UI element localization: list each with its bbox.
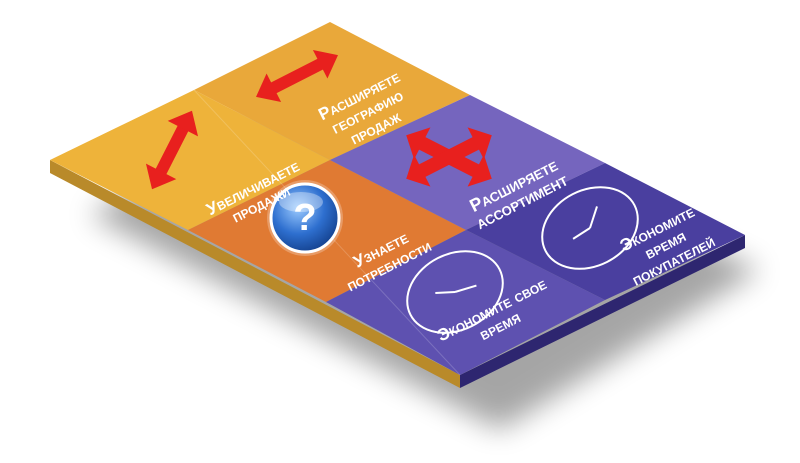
horizontal-double-arrow-icon <box>256 49 338 103</box>
tile-own-time <box>326 230 605 375</box>
question-mark-icon: ? <box>267 180 343 256</box>
tile-own-time-face <box>326 230 605 375</box>
tile-sales <box>50 90 330 230</box>
tile-buyers-time-face <box>466 163 745 300</box>
vertical-double-arrow-icon <box>145 110 199 190</box>
tile-geography <box>194 22 470 160</box>
board-edge-right <box>460 235 745 388</box>
tile-buyers-time <box>466 163 745 300</box>
board-edge-left <box>50 160 460 388</box>
cross-arrows-icon <box>406 127 492 187</box>
tile-sales-face <box>50 90 330 230</box>
clock-icon <box>541 186 639 270</box>
tile-geography-face <box>194 22 470 160</box>
svg-text:?: ? <box>293 197 316 239</box>
